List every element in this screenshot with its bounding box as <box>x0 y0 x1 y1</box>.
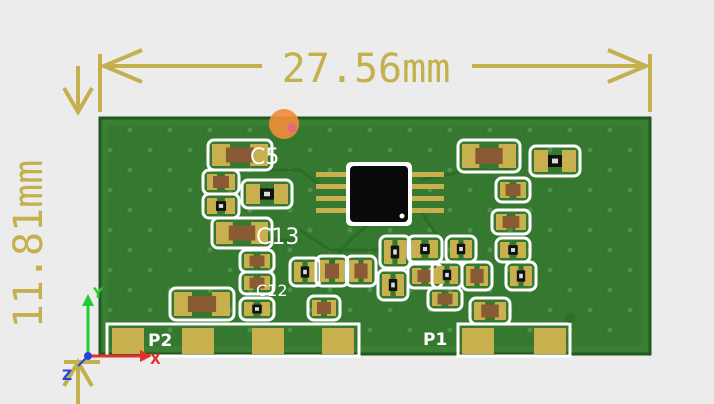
axis-y-label: Y <box>92 286 104 302</box>
width-dimension-label: 27.56mm <box>282 46 451 92</box>
designator-c13: C13 <box>256 225 299 250</box>
smd-part-2 <box>168 286 236 322</box>
smd-part-16 <box>344 254 378 288</box>
smd-part-23 <box>460 260 494 292</box>
connector-label-p2: P2 <box>148 331 172 351</box>
smd-part-24 <box>504 260 538 292</box>
silkscreen-designators: C5 C13 C12 <box>250 145 299 300</box>
smd-part-6 <box>201 168 241 196</box>
smd-part-18 <box>406 234 444 264</box>
smd-part-25 <box>426 286 464 312</box>
mounting-hole <box>565 313 575 323</box>
axis-x-label: X <box>150 352 161 368</box>
smd-components <box>168 138 582 326</box>
smd-part-1 <box>456 138 522 174</box>
axis-z-label: Z <box>62 368 72 384</box>
connector-label-p1: P1 <box>423 330 447 350</box>
smd-part-7 <box>201 192 241 220</box>
smd-part-8 <box>494 176 532 204</box>
smd-part-9 <box>490 208 532 236</box>
cursor-highlight <box>287 123 297 133</box>
connector-p1[interactable]: P1 <box>423 322 572 358</box>
height-dimension-label: 11.81mm <box>6 160 52 329</box>
main-ic-chip[interactable] <box>316 162 444 226</box>
smd-part-12 <box>238 270 276 296</box>
width-dimension[interactable] <box>98 48 652 112</box>
smd-part-26 <box>468 296 512 326</box>
smd-part-4 <box>528 144 582 178</box>
axis-gizmo: Y X Z <box>62 286 161 384</box>
height-dimension[interactable] <box>62 66 100 404</box>
smd-part-0 <box>206 138 274 172</box>
smd-part-13 <box>238 296 276 322</box>
smd-part-27 <box>306 294 342 322</box>
connector-p2[interactable]: P2 <box>105 322 361 358</box>
smd-part-17 <box>378 234 412 270</box>
smd-part-5 <box>240 178 294 210</box>
designator-c5: C5 <box>250 145 279 170</box>
smd-part-19 <box>444 234 478 264</box>
smd-part-15 <box>314 254 350 288</box>
smd-part-3 <box>210 216 274 250</box>
designator-c12: C12 <box>256 281 288 300</box>
